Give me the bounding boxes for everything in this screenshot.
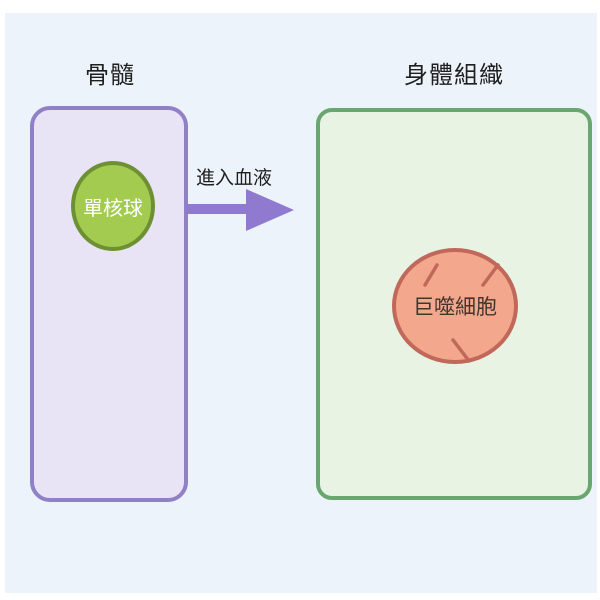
- bone-marrow-title: 骨髓: [85, 62, 135, 89]
- right-arrow-icon: [186, 189, 294, 231]
- arrow-label: 進入血液: [196, 168, 273, 189]
- arrow-shaft: [186, 204, 248, 214]
- arrow-head: [246, 189, 294, 231]
- macrophage-cell: 巨噬細胞: [392, 248, 518, 364]
- monocyte-cell: 單核球: [71, 161, 155, 251]
- monocyte-label: 單核球: [83, 197, 143, 220]
- body-tissue-title: 身體組織: [404, 62, 504, 89]
- macrophage-label: 巨噬細胞: [413, 296, 497, 319]
